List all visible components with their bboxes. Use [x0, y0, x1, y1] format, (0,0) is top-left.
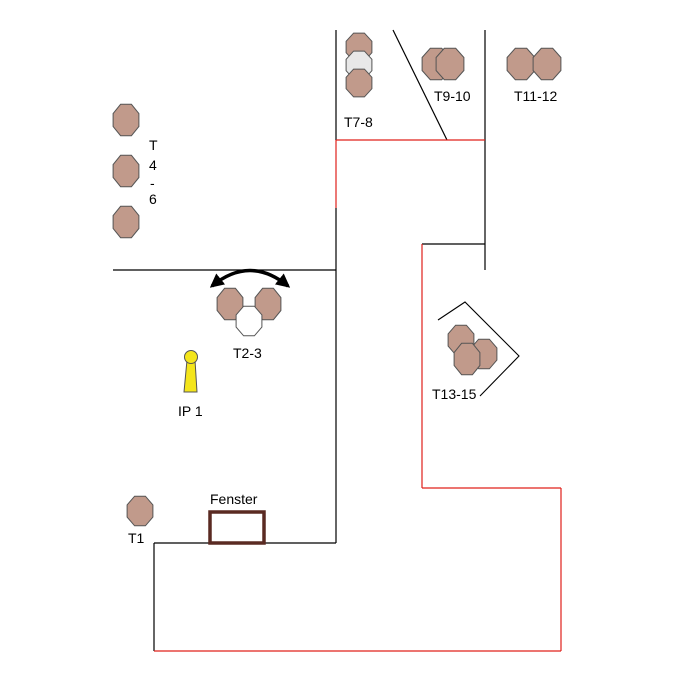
- pin-marker-icon: [183, 350, 198, 393]
- label-t9-10: T9-10: [434, 88, 471, 104]
- walls: [113, 29, 486, 651]
- label-t4-6-dash: -: [150, 175, 155, 191]
- chair-t6-octagon-chair-icon: [112, 205, 140, 239]
- label-t1: T1: [128, 530, 145, 546]
- chair-t10-octagon-chair-icon: [435, 47, 465, 81]
- pin-marker-stem: [183, 359, 198, 393]
- chair-t11-octagon-chair-icon: [506, 47, 536, 81]
- label-t2-3: T2-3: [233, 345, 262, 361]
- label-t11-12: T11-12: [514, 88, 558, 104]
- window-icon: [208, 510, 266, 545]
- chair-t12-octagon-chair-icon: [532, 47, 562, 81]
- label-t13-15: T13-15: [432, 386, 477, 402]
- chair-t14-octagon-chair-icon: [453, 342, 481, 376]
- label-t4-6-6: 6: [149, 191, 157, 207]
- red-walls: [154, 139, 562, 652]
- table-t13-15-outline: [437, 301, 520, 397]
- label-fenster: Fenster: [210, 491, 258, 507]
- chair-t5-octagon-chair-icon: [112, 154, 140, 188]
- label-t7-8: T7-8: [344, 114, 373, 130]
- chair-t2-octagon-chair-icon: [216, 287, 244, 321]
- label-t4-6-t: T: [149, 137, 158, 153]
- double-arrow-icon: [209, 268, 291, 288]
- label-ip1: IP 1: [178, 403, 203, 419]
- chair-t4-octagon-chair-icon: [112, 103, 140, 137]
- wall-diagonal: [392, 29, 448, 141]
- chairs: [112, 32, 562, 527]
- labels: T1 T2-3 T 4 - 6 T7-8 T9-10 T11-12 T13-15…: [128, 88, 558, 546]
- chair-t3-octagon-chair-icon: [254, 287, 282, 321]
- label-t4-6-4: 4: [149, 157, 157, 173]
- pin-marker-head: [184, 350, 198, 364]
- chair-t1-octagon-chair-icon: [126, 495, 154, 527]
- chair-t2-3-white-octagon-chair-icon: [235, 305, 263, 337]
- chair-t8-octagon-chair-icon: [345, 68, 373, 98]
